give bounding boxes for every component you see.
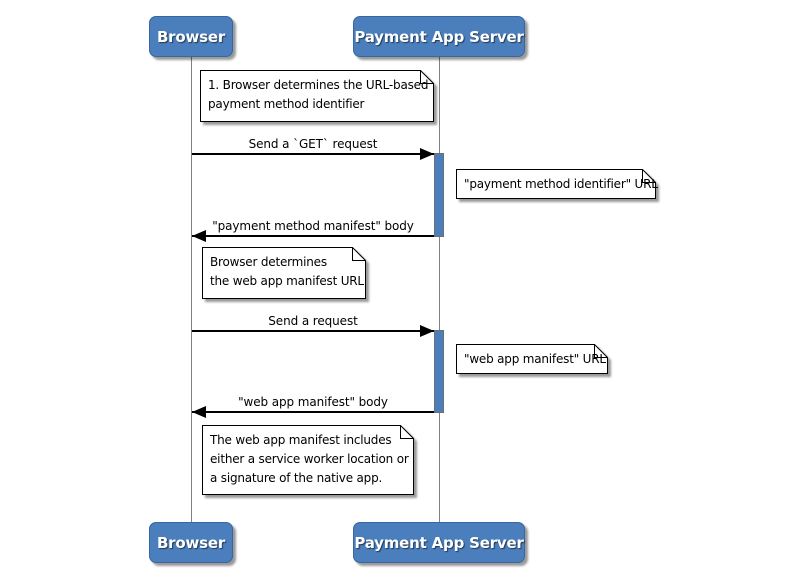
note-web-app-manifest-url: "web app manifest" URL [456, 344, 608, 374]
message-label: Send a `GET` request [248, 137, 378, 151]
message-label: "payment method manifest" body [212, 219, 414, 233]
actor-server-label: Payment App Server [354, 533, 524, 552]
note-shape [456, 344, 608, 374]
note-browser-determines-manifest-url: Browser determines the web app manifest … [202, 247, 366, 299]
activation-bar-manifest-request [434, 330, 444, 413]
message-payment-method-manifest-body: "payment method manifest" body [192, 215, 434, 242]
note-shape [200, 70, 434, 122]
note-text: Browser determines the web app manifest … [210, 255, 364, 288]
message-line [192, 235, 434, 237]
actor-server-top: Payment App Server [353, 16, 525, 57]
message-label: "web app manifest" body [238, 395, 388, 409]
message-line [192, 153, 434, 155]
note-payment-method-identifier-url: "payment method identifier" URL [456, 169, 658, 199]
actor-server-label: Payment App Server [354, 27, 524, 46]
actor-browser-label: Browser [156, 533, 226, 552]
actor-browser-bottom: Browser [149, 522, 233, 563]
message-line [192, 330, 434, 332]
arrowhead-right-icon [420, 325, 434, 337]
message-web-app-manifest-body: "web app manifest" body [192, 391, 434, 418]
arrowhead-right-icon [420, 148, 434, 160]
lifeline-browser [191, 57, 192, 522]
note-url-based-identifier: 1. Browser determines the URL-based paym… [200, 70, 434, 122]
actor-browser-top: Browser [149, 16, 233, 57]
message-label: Send a request [268, 314, 358, 328]
arrowhead-left-icon [192, 230, 206, 242]
note-manifest-contents: The web app manifest includes either a s… [202, 425, 414, 495]
note-text: "payment method identifier" URL [464, 177, 658, 191]
note-shape [202, 247, 366, 299]
note-text: 1. Browser determines the URL-based paym… [208, 78, 429, 111]
note-text: The web app manifest includes either a s… [210, 433, 409, 485]
message-send-get-request: Send a `GET` request [192, 133, 434, 160]
note-text: "web app manifest" URL [464, 352, 606, 366]
actor-browser-label: Browser [156, 27, 226, 46]
arrowhead-left-icon [192, 406, 206, 418]
lifeline-payment-app-server [439, 57, 440, 522]
note-shape [456, 169, 656, 199]
note-shape [202, 425, 414, 495]
activation-bar-get-request [434, 153, 444, 237]
message-send-a-request: Send a request [192, 310, 434, 337]
actor-server-bottom: Payment App Server [353, 522, 525, 563]
message-line [192, 411, 434, 413]
